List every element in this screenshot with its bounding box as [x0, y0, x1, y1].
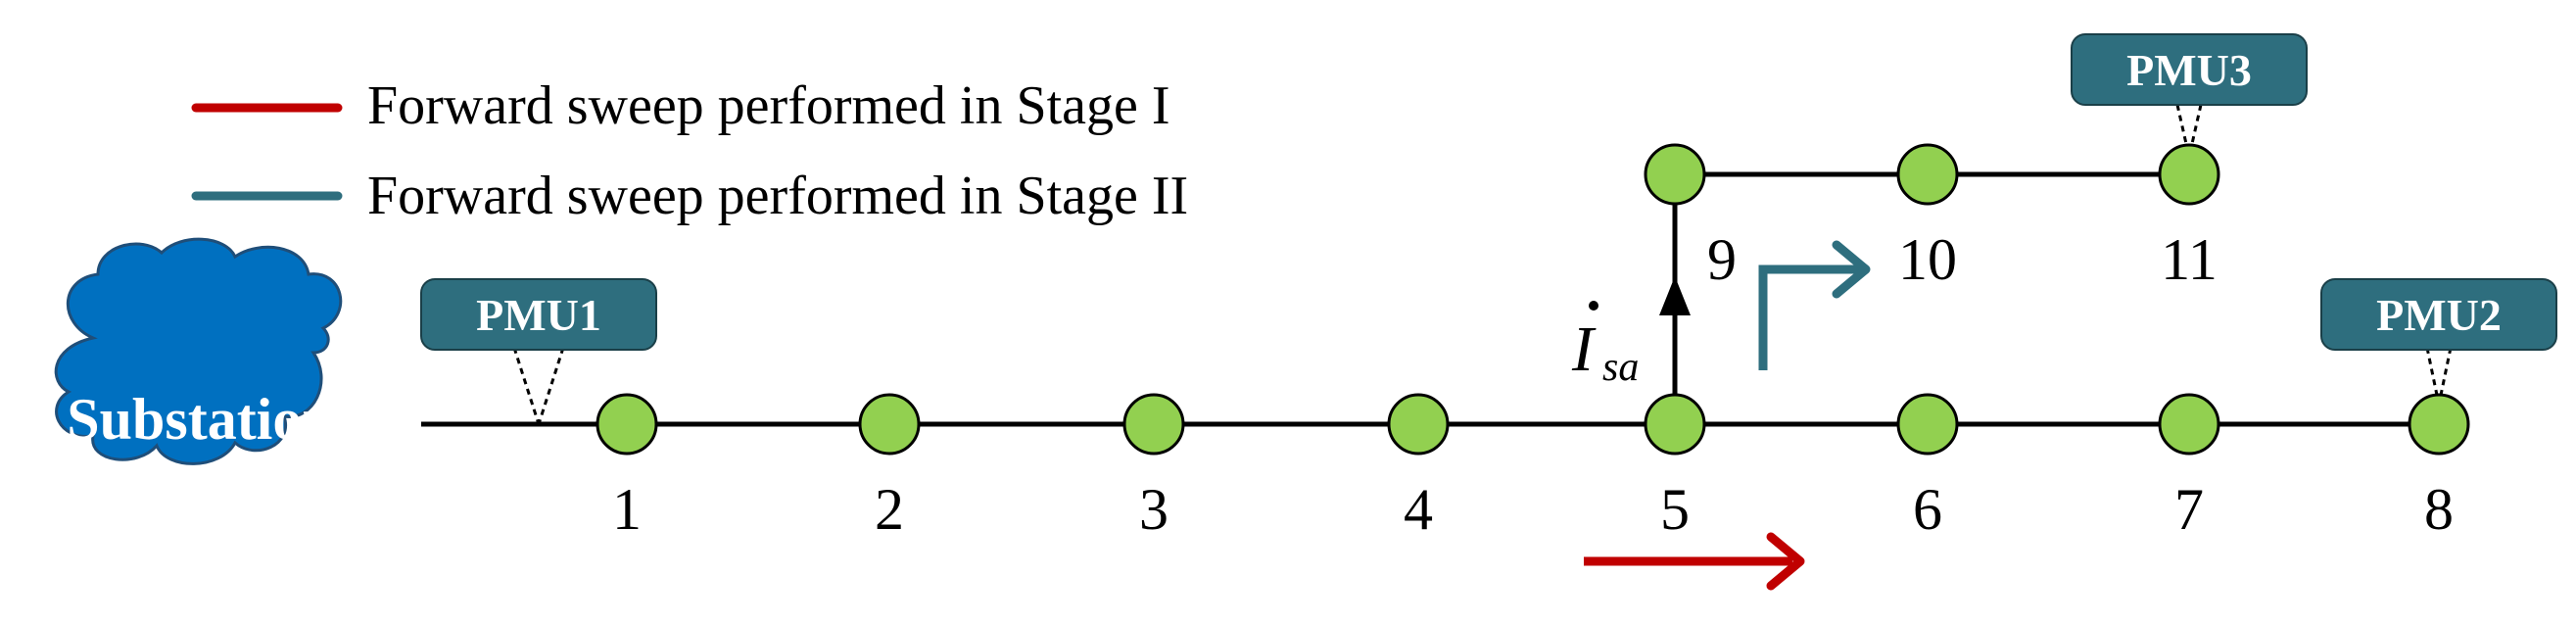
stage1-arrow-head — [1766, 532, 1805, 591]
current-dot-accent — [1589, 301, 1598, 311]
bus-node — [1896, 143, 1959, 206]
bus-node — [2158, 143, 2220, 206]
stage2-arrow-head — [1832, 240, 1871, 299]
stage1-sweep-arrow — [1584, 532, 1805, 591]
current-symbol: I — [1571, 313, 1597, 385]
legend: Forward sweep performed in Stage I Forwa… — [191, 75, 1188, 226]
legend-stage1-label: Forward sweep performed in Stage I — [367, 75, 1170, 136]
bus-node — [2158, 393, 2220, 456]
pmu1-pointer — [537, 347, 565, 425]
bus-label: 6 — [1913, 477, 1942, 542]
bus-label: 9 — [1707, 227, 1737, 292]
current-label: I sa — [1571, 301, 1639, 390]
current-subscript: sa — [1602, 345, 1639, 390]
buses — [596, 143, 2470, 456]
bus-label: 5 — [1660, 477, 1690, 542]
pmu1-box — [420, 278, 657, 351]
bus-node — [1644, 393, 1706, 456]
pmu-callouts: PMU1 PMU2 PMU3 — [420, 33, 2557, 425]
bus-label: 1 — [612, 477, 642, 542]
bus-node — [2408, 393, 2470, 456]
bus-labels: 1 2 3 4 5 6 7 8 9 10 11 — [612, 227, 2454, 542]
bus-node — [1387, 393, 1450, 456]
stage2-sweep-arrow-line — [1758, 264, 1861, 370]
substation-cloud-icon — [54, 237, 343, 465]
bus-label: 10 — [1898, 227, 1957, 292]
pmu3-callout: PMU3 — [2071, 33, 2308, 158]
bus-node — [1896, 393, 1959, 456]
pmu2-callout: PMU2 — [2320, 278, 2557, 406]
bus-label: 3 — [1139, 477, 1169, 542]
stage2-sweep-arrow — [1758, 240, 1871, 370]
pmu3-label: PMU3 — [2126, 45, 2252, 95]
bus-node — [1122, 393, 1185, 456]
bus-label: 8 — [2424, 477, 2454, 542]
bus-label: 2 — [875, 477, 904, 542]
bus-node — [858, 393, 921, 456]
substation-label: Substation — [67, 387, 334, 452]
legend-stage2-label: Forward sweep performed in Stage II — [367, 166, 1188, 226]
bus-label: 7 — [2174, 477, 2204, 542]
current-arrow-icon — [1659, 276, 1691, 315]
substation: Substation — [54, 237, 343, 465]
pmu1-label: PMU1 — [476, 290, 601, 340]
bus-node — [596, 393, 658, 456]
pmu1-callout: PMU1 — [420, 278, 657, 425]
pmu1-pointer — [512, 347, 541, 425]
bus-label: 4 — [1404, 477, 1433, 542]
pmu3-box — [2071, 33, 2308, 106]
bus-label: 11 — [2161, 227, 2218, 292]
bus-node — [1644, 143, 1706, 206]
pmu2-box — [2320, 278, 2557, 351]
pmu2-label: PMU2 — [2376, 290, 2502, 340]
